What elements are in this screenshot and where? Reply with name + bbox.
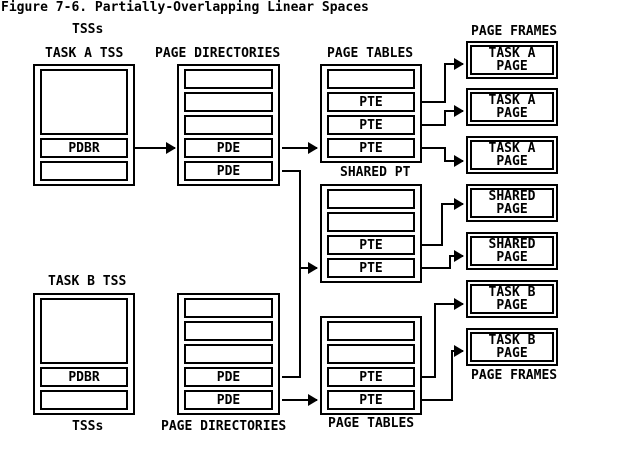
connector-pte-a3-to-frame3 xyxy=(422,147,464,167)
page-frame-label: PAGE xyxy=(496,106,528,121)
page-directory-a-box: PDE PDE xyxy=(177,64,280,186)
pd-empty-cell xyxy=(184,321,273,341)
page-frame-task-a-3: TASK A PAGE xyxy=(466,136,558,174)
pd-empty-cell xyxy=(184,92,273,112)
tss-empty-cell-large xyxy=(40,298,128,364)
page-frame-label: TASK A xyxy=(488,141,536,156)
tss-empty-cell xyxy=(40,390,128,410)
pte-cell: PTE xyxy=(327,138,415,158)
pdbr-cell: PDBR xyxy=(40,138,128,158)
page-frame-label: PAGE xyxy=(496,202,528,217)
pt-empty-cell xyxy=(327,69,415,89)
page-frame-inner: TASK A PAGE xyxy=(470,140,554,170)
page-frame-label: PAGE xyxy=(496,250,528,265)
task-a-tss-heading: TASK A TSS xyxy=(45,46,124,61)
pt-empty-cell xyxy=(327,321,415,341)
connector-pte-a1-to-frame1 xyxy=(422,58,464,103)
connector-pte-b3-to-frame6 xyxy=(422,298,464,378)
figure-title: Figure 7-6. Partially-Overlapping Linear… xyxy=(1,0,369,15)
page-frame-label: TASK B xyxy=(488,333,536,348)
page-frame-label: PAGE xyxy=(496,346,528,361)
pt-empty-cell xyxy=(327,344,415,364)
pte-cell: PTE xyxy=(327,92,415,112)
pde-cell: PDE xyxy=(184,367,273,387)
pt-empty-cell xyxy=(327,212,415,232)
shared-page-table-box: PTE PTE xyxy=(320,184,422,283)
pde-cell: PDE xyxy=(184,138,273,158)
page-frame-inner: TASK B PAGE xyxy=(470,332,554,362)
page-frame-label: PAGE xyxy=(496,59,528,74)
page-tables-heading-bottom: PAGE TABLES xyxy=(328,416,415,431)
page-frame-inner: TASK B PAGE xyxy=(470,284,554,314)
task-a-tss-box: PDBR xyxy=(33,64,135,186)
page-frame-inner: SHARED PAGE xyxy=(470,236,554,266)
page-frame-label: TASK A xyxy=(488,93,536,108)
page-directories-heading-bottom: PAGE DIRECTORIES xyxy=(161,419,287,434)
page-frame-label: SHARED xyxy=(488,237,536,252)
page-directory-b-box: PDE PDE xyxy=(177,293,280,415)
page-table-a-box: PTE PTE PTE xyxy=(320,64,422,163)
connector-pte-b4-to-frame7 xyxy=(422,345,464,401)
page-frame-task-a-2: TASK A PAGE xyxy=(466,88,558,126)
tss-empty-cell-large xyxy=(40,69,128,135)
connector-spt-pte4-to-frame5 xyxy=(422,250,464,269)
pdbr-cell: PDBR xyxy=(40,367,128,387)
page-frame-inner: TASK A PAGE xyxy=(470,92,554,122)
page-frame-label: PAGE xyxy=(496,298,528,313)
task-b-tss-heading: TASK B TSS xyxy=(48,274,127,289)
page-tables-heading-top: PAGE TABLES xyxy=(327,46,414,61)
pte-cell: PTE xyxy=(327,115,415,135)
page-frame-task-b-2: TASK B PAGE xyxy=(466,328,558,366)
connector-spt-pte3-to-frame4 xyxy=(422,198,464,246)
pd-empty-cell xyxy=(184,115,273,135)
shared-pt-label: SHARED PT xyxy=(340,165,411,180)
page-frame-label: TASK A xyxy=(488,46,536,61)
connector-pte-a2-to-frame2 xyxy=(422,105,464,126)
page-frame-inner: TASK A PAGE xyxy=(470,45,554,75)
page-frame-shared-1: SHARED PAGE xyxy=(466,184,558,222)
pd-empty-cell xyxy=(184,69,273,89)
pte-cell: PTE xyxy=(327,235,415,255)
page-frame-label: PAGE xyxy=(496,154,528,169)
pt-empty-cell xyxy=(327,189,415,209)
pde-cell: PDE xyxy=(184,161,273,181)
page-frame-label: SHARED xyxy=(488,189,536,204)
page-frame-inner: SHARED PAGE xyxy=(470,188,554,218)
page-frame-task-b-1: TASK B PAGE xyxy=(466,280,558,318)
page-frames-heading-top: PAGE FRAMES xyxy=(471,24,558,39)
pte-cell: PTE xyxy=(327,258,415,278)
page-frame-label: TASK B xyxy=(488,285,536,300)
page-frames-heading-bottom: PAGE FRAMES xyxy=(471,368,558,383)
page-directories-heading-top: PAGE DIRECTORIES xyxy=(155,46,281,61)
pd-empty-cell xyxy=(184,344,273,364)
pte-cell: PTE xyxy=(327,367,415,387)
tsss-label-top: TSSs xyxy=(72,22,104,37)
connector-pde-a2-pde-b1-trunk xyxy=(282,170,301,378)
page-frame-shared-2: SHARED PAGE xyxy=(466,232,558,270)
task-b-tss-box: PDBR xyxy=(33,293,135,415)
page-frame-task-a-1: TASK A PAGE xyxy=(466,41,558,79)
page-table-b-box: PTE PTE xyxy=(320,316,422,415)
pde-cell: PDE xyxy=(184,390,273,410)
tss-empty-cell xyxy=(40,161,128,181)
tsss-label-bottom: TSSs xyxy=(72,419,104,434)
pd-empty-cell xyxy=(184,298,273,318)
pte-cell: PTE xyxy=(327,390,415,410)
